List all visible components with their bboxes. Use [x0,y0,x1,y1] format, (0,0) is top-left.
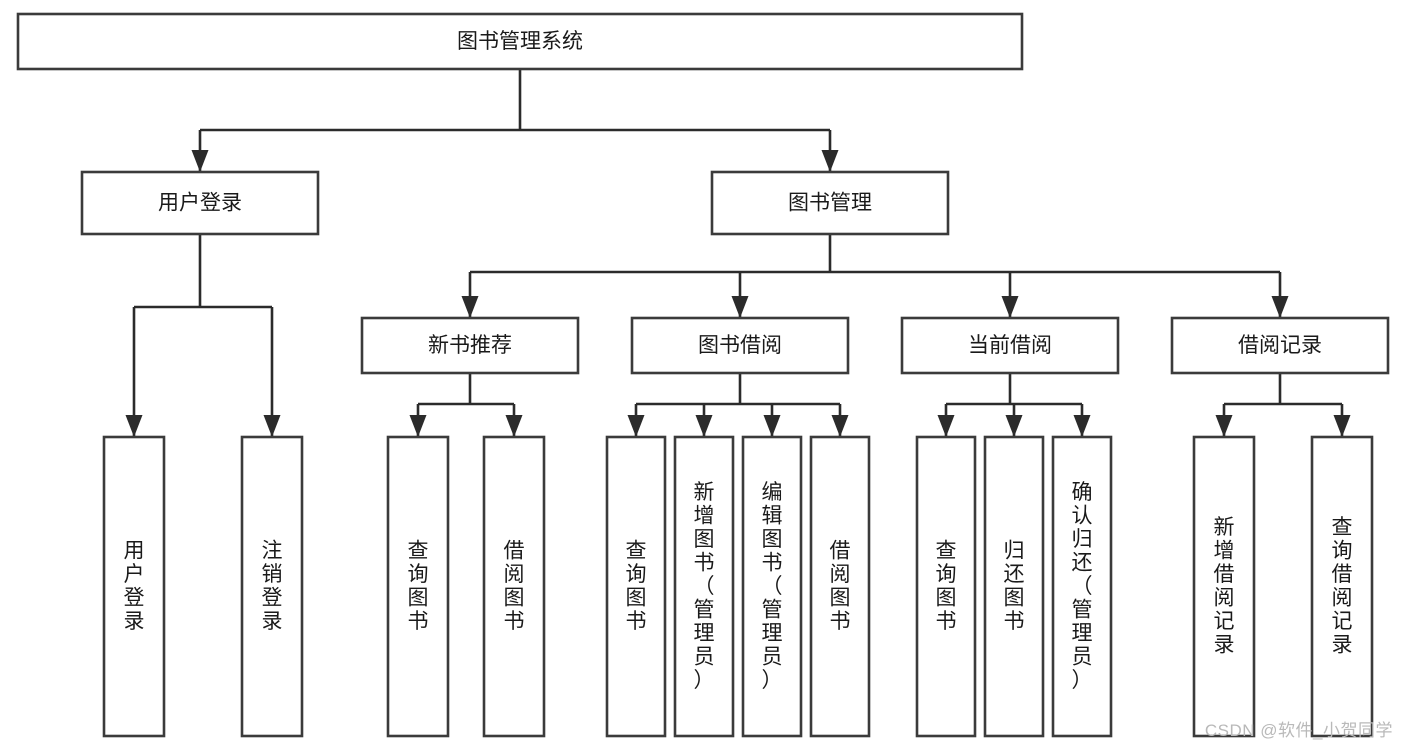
node-book-manage-label: 图书管理 [788,192,872,215]
node-book-borrow[interactable]: 图书借阅 [630,316,850,375]
node-leaf-query-book-1[interactable]: 查询图书 [386,435,450,738]
node-leaf-borrow-book-1-box[interactable] [482,435,546,738]
node-borrow-record-box[interactable] [1170,316,1390,375]
node-book-borrow-box[interactable] [630,316,850,375]
node-borrow-record-label: 借阅记录 [1238,334,1322,357]
node-new-book-recommend[interactable]: 新书推荐 [360,316,580,375]
node-leaf-query-book-1-box[interactable] [386,435,450,738]
node-leaf-add-book-box[interactable] [673,435,735,738]
node-new-book-recommend-box[interactable] [360,316,580,375]
node-leaf-borrow-book-2[interactable]: 借阅图书 [809,435,871,738]
node-leaf-query-book-1-label: 查询图书 [408,540,429,634]
node-user-login-box[interactable] [80,170,320,236]
arrow-head-new-book-recommend [461,296,479,318]
node-leaf-confirm-return-box[interactable] [1051,435,1113,738]
arrow-head-book-manage [821,150,839,172]
arrow-head-book-borrow [731,296,749,318]
arrow-head-leaf-add-record [1215,415,1233,437]
node-leaf-borrow-book-2-label: 借阅图书 [830,540,851,634]
connector-layer [125,69,1351,437]
node-leaf-edit-book-label: 编辑图书（管理员） [762,481,783,692]
node-leaf-query-record-box[interactable] [1310,435,1374,738]
node-user-login[interactable]: 用户登录 [80,170,320,236]
arrow-head-leaf-query-book-1 [409,415,427,437]
node-leaf-borrow-book-1-label: 借阅图书 [504,540,525,634]
node-leaf-logout-box[interactable] [240,435,304,738]
node-leaf-logout[interactable]: 注销登录 [240,435,304,738]
node-leaf-edit-book-box[interactable] [741,435,803,738]
arrow-head-leaf-edit-book [763,415,781,437]
node-leaf-user-login-label: 用户登录 [124,540,145,634]
node-leaf-query-book-3-box[interactable] [915,435,977,738]
node-root-box[interactable] [16,12,1024,71]
node-leaf-logout-label: 注销登录 [262,540,283,634]
arrow-head-leaf-return-book [1005,415,1023,437]
arrow-head-leaf-user-login [125,415,143,437]
watermark-label: CSDN @软件_小贺同学 [1204,721,1393,740]
node-leaf-query-book-3[interactable]: 查询图书 [915,435,977,738]
node-leaf-query-record[interactable]: 查询借阅记录 [1310,435,1374,738]
arrow-head-leaf-confirm-return [1073,415,1091,437]
node-leaf-query-record-label: 查询借阅记录 [1332,516,1353,657]
node-leaf-add-record[interactable]: 新增借阅记录 [1192,435,1256,738]
node-leaf-user-login-box[interactable] [102,435,166,738]
node-leaf-return-book[interactable]: 归还图书 [983,435,1045,738]
node-leaf-add-book[interactable]: 新增图书（管理员） [673,435,735,738]
node-leaf-add-record-label: 新增借阅记录 [1214,516,1235,657]
node-leaf-borrow-book-2-box[interactable] [809,435,871,738]
node-borrow-record[interactable]: 借阅记录 [1170,316,1390,375]
node-book-manage-box[interactable] [710,170,950,236]
arrow-head-leaf-add-book [695,415,713,437]
node-root-label: 图书管理系统 [457,30,583,53]
node-book-manage[interactable]: 图书管理 [710,170,950,236]
node-root[interactable]: 图书管理系统 [16,12,1024,71]
node-leaf-query-book-3-label: 查询图书 [936,540,957,634]
node-current-borrow[interactable]: 当前借阅 [900,316,1120,375]
arrow-head-leaf-query-book-3 [937,415,955,437]
node-book-borrow-label: 图书借阅 [698,334,782,357]
arrow-head-borrow-record [1271,296,1289,318]
arrow-head-current-borrow [1001,296,1019,318]
node-leaf-add-book-label: 新增图书（管理员） [694,481,715,692]
node-leaf-query-book-2-box[interactable] [605,435,667,738]
node-user-login-label: 用户登录 [158,192,242,215]
arrow-head-leaf-borrow-book-2 [831,415,849,437]
node-leaf-user-login[interactable]: 用户登录 [102,435,166,738]
arrow-head-leaf-logout [263,415,281,437]
node-current-borrow-label: 当前借阅 [968,334,1052,357]
node-leaf-query-book-2[interactable]: 查询图书 [605,435,667,738]
node-leaf-add-record-box[interactable] [1192,435,1256,738]
node-leaf-confirm-return-label: 确认归还（管理员） [1072,481,1093,692]
node-leaf-return-book-label: 归还图书 [1004,540,1025,634]
arrow-head-leaf-query-book-2 [627,415,645,437]
node-leaf-edit-book[interactable]: 编辑图书（管理员） [741,435,803,738]
arrow-head-leaf-query-record [1333,415,1351,437]
node-leaf-return-book-box[interactable] [983,435,1045,738]
node-leaf-query-book-2-label: 查询图书 [626,540,647,634]
arrow-head-user-login [191,150,209,172]
node-leaf-borrow-book-1[interactable]: 借阅图书 [482,435,546,738]
arrow-head-leaf-borrow-book-1 [505,415,523,437]
node-leaf-confirm-return[interactable]: 确认归还（管理员） [1051,435,1113,738]
node-current-borrow-box[interactable] [900,316,1120,375]
node-new-book-recommend-label: 新书推荐 [428,334,512,357]
node-layer: 图书管理系统用户登录图书管理新书推荐图书借阅当前借阅借阅记录用户登录注销登录查询… [16,12,1390,738]
